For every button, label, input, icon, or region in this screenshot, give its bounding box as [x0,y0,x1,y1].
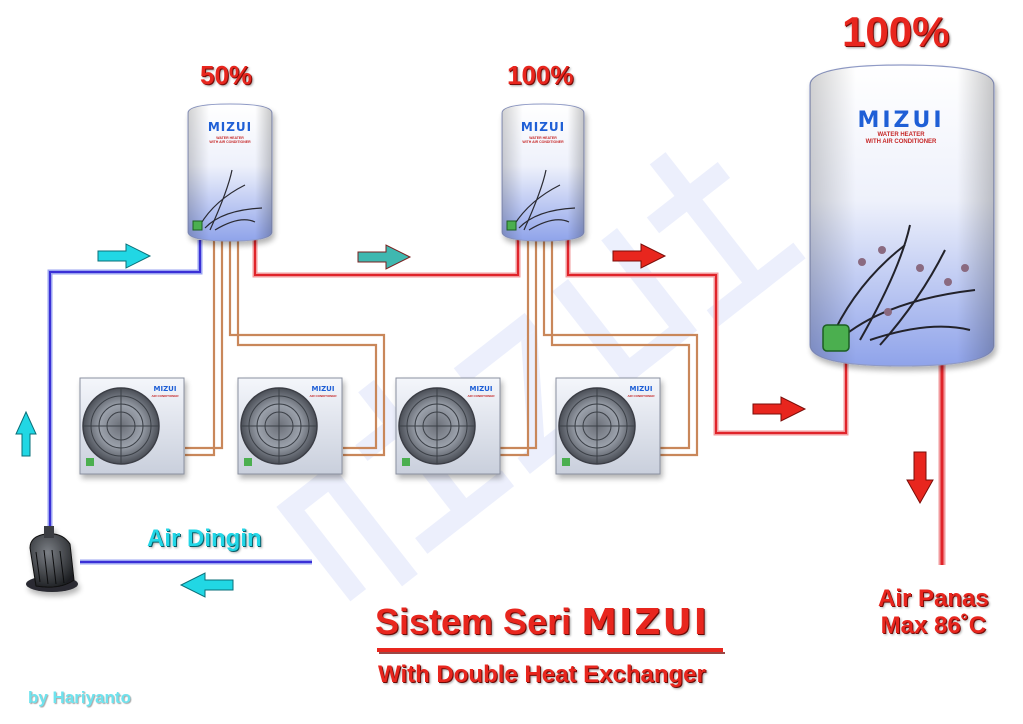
water-pump [26,526,78,592]
orchid-decoration [513,169,576,231]
orchid-decoration [199,169,263,231]
diagram-title-brand: MIZUI [581,602,710,643]
ac-unit-1-tag: AIR CONDITIONER [152,394,180,398]
orchid-flowers [858,246,969,316]
author-credit: by Hariyanto [28,688,131,707]
ac-unit-1 [79,377,185,475]
cold-water-label: Air Dingin [147,525,262,552]
brand-watermark [276,152,806,602]
tank-1-percent: 50% [200,60,253,90]
hot-water-label: Air Panas Max 86˚C [878,585,989,639]
tank-2-tagline-2: WITH AIR CONDITIONER [522,140,564,144]
flow-arrow-right-cold [97,243,152,269]
ac-unit-1-brand: MIZUI [154,385,177,393]
ac-unit-4 [555,377,661,475]
hot-water-pipes [252,240,946,565]
ac-unit-3-brand: MIZUI [470,385,493,393]
flow-arrow-down-hot [906,451,934,505]
ac-unit-4-tag: AIR CONDITIONER [628,394,656,398]
hot-water-label-line1: Air Panas [878,585,989,612]
water-heater-tank-1 [187,103,273,242]
diagram-title: Sistem Seri MIZUI [375,601,709,643]
ac-unit-4-brand: MIZUI [630,385,653,393]
diagram-title-text: Sistem Seri [375,601,572,642]
refrigerant-pipes [185,240,699,457]
flow-arrow-right-mixed [357,244,412,270]
diagram-subtitle: With Double Heat Exchanger [378,661,706,688]
tank-2-brand: MIZUI [521,120,565,134]
flow-arrow-right-hot-1 [612,243,667,269]
tank-3-tagline-2: WITH AIR CONDITIONER [866,139,937,145]
ac-unit-2-tag: AIR CONDITIONER [310,394,338,398]
tank-1-brand: MIZUI [208,120,252,134]
orchid-decoration [834,224,976,346]
ac-unit-2 [237,377,343,475]
tank-3-brand: MIZUI [857,108,944,133]
flow-arrow-left-cold [179,572,234,598]
flow-arrow-up-cold [15,410,37,457]
ac-unit-2-brand: MIZUI [312,385,335,393]
tank-2-tagline: WATER HEATER [529,136,557,140]
ac-unit-3-tag: AIR CONDITIONER [468,394,496,398]
tank-1-tagline: WATER HEATER [216,136,244,140]
tank-3-percent: 100% [842,8,950,55]
tank-1-tagline-2: WITH AIR CONDITIONER [209,140,251,144]
tank-3-tagline: WATER HEATER [877,132,925,138]
ac-unit-3 [395,377,501,475]
tank-2-percent: 100% [507,60,574,90]
cold-water-pipe [47,240,312,565]
flow-arrow-right-hot-2 [752,396,807,422]
hot-water-label-line2: Max 86˚C [880,612,987,639]
water-heater-tank-2 [501,103,585,242]
water-heater-tank-3 [809,64,995,367]
